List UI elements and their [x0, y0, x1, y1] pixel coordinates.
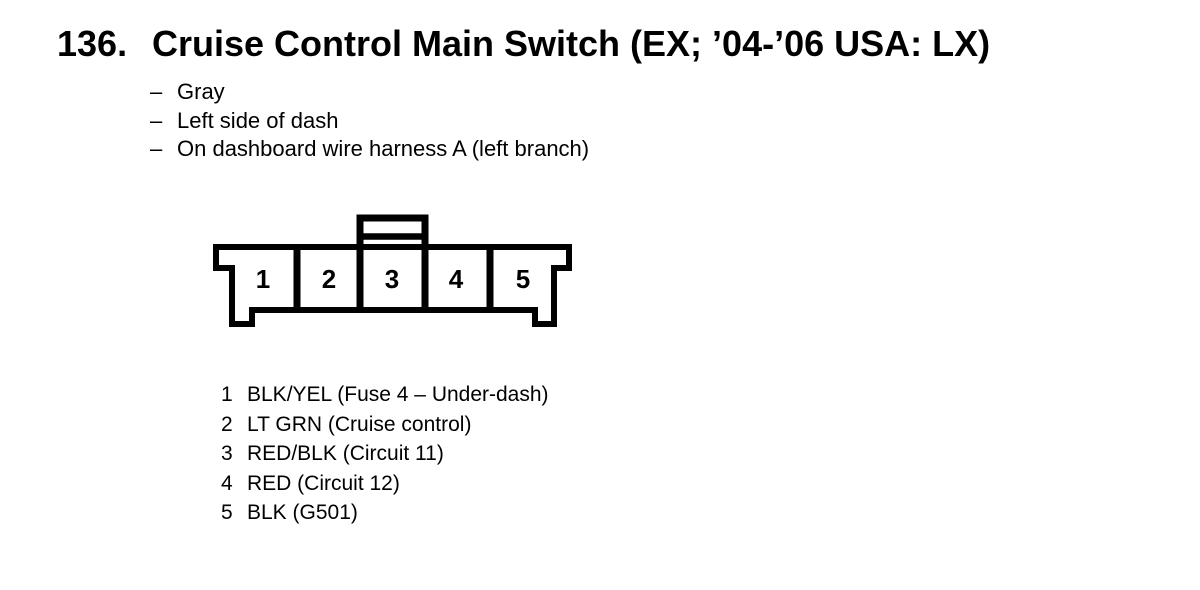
note-text: Left side of dash: [177, 107, 339, 133]
pin-row: 5 BLK (G501): [221, 498, 549, 528]
cavity-label-2: 2: [322, 264, 336, 294]
notes-list: – Gray – Left side of dash – On dashboar…: [150, 78, 589, 164]
cavity-dividers: [293, 245, 494, 312]
pin-number: 5: [221, 501, 233, 524]
note-dash: –: [150, 79, 163, 104]
figure-title-row: 136. Cruise Control Main Switch (EX; ’04…: [57, 26, 990, 62]
note-text: On dashboard wire harness A (left branch…: [177, 136, 590, 161]
pin-wire-label: LT GRN (Cruise control): [247, 412, 472, 436]
connector-diagram: 1 2 3 4 5: [205, 205, 585, 340]
pin-number: 3: [221, 442, 233, 465]
pin-number: 1: [221, 383, 233, 406]
cavity-label-1: 1: [256, 264, 270, 294]
pin-row: 2 LT GRN (Cruise control): [221, 410, 549, 440]
pin-row: 4 RED (Circuit 12): [221, 469, 549, 499]
note-line: – Gray: [150, 78, 589, 107]
pin-wire-label: BLK (G501): [247, 501, 358, 524]
note-line: – On dashboard wire harness A (left bran…: [150, 135, 589, 164]
cavity-label-5: 5: [516, 264, 530, 294]
pin-number: 2: [221, 412, 233, 436]
figure-number: 136.: [57, 23, 128, 64]
connector-outline: [213, 244, 572, 327]
pin-wire-label: BLK/YEL (Fuse 4 – Under-dash): [247, 383, 549, 406]
note-text: Gray: [177, 79, 225, 104]
pin-wire-label: RED/BLK (Circuit 11): [247, 442, 444, 465]
note-dash: –: [150, 107, 163, 133]
pin-number: 4: [221, 471, 233, 495]
pin-row: 3 RED/BLK (Circuit 11): [221, 439, 549, 469]
pin-row: 1 BLK/YEL (Fuse 4 – Under-dash): [221, 380, 549, 410]
pin-list: 1 BLK/YEL (Fuse 4 – Under-dash) 2 LT GRN…: [221, 380, 549, 528]
note-line: – Left side of dash: [150, 107, 589, 136]
note-dash: –: [150, 136, 163, 161]
figure-title: Cruise Control Main Switch (EX; ’04-’06 …: [152, 23, 991, 64]
cavity-label-3: 3: [385, 264, 399, 294]
pin-wire-label: RED (Circuit 12): [247, 471, 400, 495]
cavity-label-4: 4: [449, 264, 464, 294]
